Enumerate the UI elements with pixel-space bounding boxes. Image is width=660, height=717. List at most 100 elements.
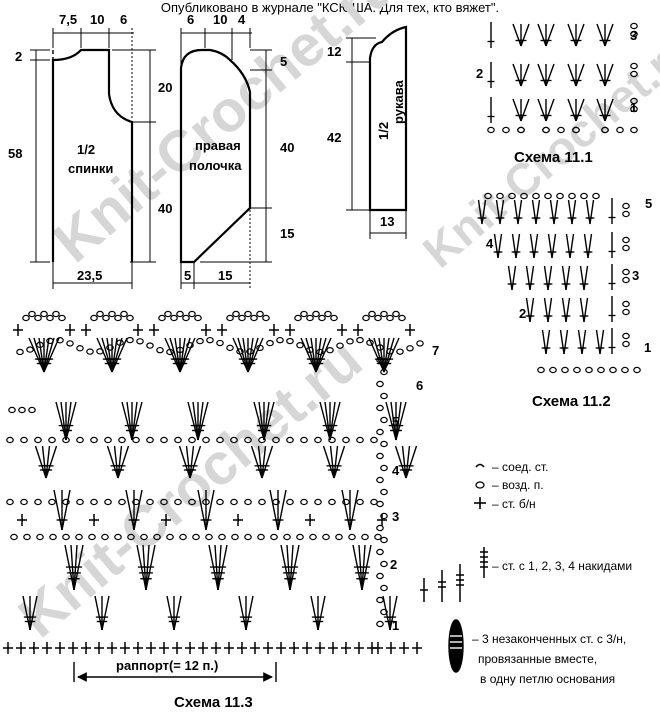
treble-stitch <box>174 337 181 373</box>
treble-stitch <box>545 23 555 47</box>
treble-stitch <box>507 265 513 291</box>
chain-stitch <box>324 310 332 318</box>
treble-stitch <box>565 233 571 259</box>
treble-stitch <box>111 337 128 373</box>
chain-stitch <box>164 310 172 318</box>
treble-stitch <box>45 445 58 479</box>
treble-stitch <box>583 233 589 259</box>
chain-stitch <box>336 342 344 349</box>
s112-row-4: 4 <box>486 236 494 251</box>
front-dim-shoulder: 10 <box>213 12 227 27</box>
treble-stitch <box>581 329 587 355</box>
treble-stitch <box>389 595 398 631</box>
chain-stitch <box>90 436 98 444</box>
chain-stitch <box>630 105 638 113</box>
treble-stitch <box>511 233 517 259</box>
chain-stitch <box>52 310 60 318</box>
treble-stitch <box>261 445 267 479</box>
treble-stitch <box>579 265 585 291</box>
chain-stitch <box>244 498 252 506</box>
chain-stitch <box>549 366 557 374</box>
chain-stitch <box>258 498 266 506</box>
chain-stitch <box>376 500 384 508</box>
treble-stitch <box>242 337 249 373</box>
chain-stitch <box>160 436 168 444</box>
treble-stitch <box>192 401 199 441</box>
treble-stitch <box>405 445 418 479</box>
treble-stitch <box>106 337 113 373</box>
treble-stitch <box>324 401 331 441</box>
chain-stitch <box>633 366 641 374</box>
treble-stitch <box>253 401 265 441</box>
treble-stitch <box>512 98 522 122</box>
publication-note: Опубликовано в журнале "КСЮША. Для тех, … <box>160 0 500 15</box>
legend-slip-stitch: – соед. ст. <box>492 460 548 474</box>
chain-stitch <box>312 310 320 318</box>
treble-stitch <box>269 489 279 531</box>
treble-stitch <box>247 337 254 373</box>
chain-stitch <box>630 62 638 70</box>
chain-stitch <box>630 70 638 78</box>
chain-stitch <box>202 436 210 444</box>
chain-stitch <box>156 346 164 354</box>
treble-stitch <box>173 595 182 631</box>
chain-stitch <box>10 533 18 541</box>
chain-stitch <box>622 202 630 210</box>
chain-stitch <box>376 380 384 388</box>
treble-stitch <box>512 23 522 47</box>
treble-stitch <box>589 199 595 225</box>
chain-stitch <box>58 314 66 322</box>
treble-stitch <box>553 199 559 225</box>
treble-stitch <box>599 329 605 355</box>
treble-stitch <box>164 337 181 373</box>
chain-stitch <box>597 366 605 374</box>
chain-stitch <box>146 342 154 349</box>
scheme-11-1-chart <box>487 22 638 134</box>
treble-stitch <box>559 329 565 355</box>
chain-stitch <box>380 560 388 568</box>
treble-stitch <box>187 401 199 441</box>
chain-stitch <box>226 344 234 352</box>
chain-stitch <box>146 436 154 444</box>
chain-stitch <box>216 498 224 506</box>
chain-stitch <box>106 344 114 351</box>
treble-stitch <box>117 445 130 479</box>
treble-stitch <box>575 63 585 87</box>
chain-stitch <box>622 308 630 316</box>
treble-stitch <box>394 445 407 479</box>
chain-stitch <box>244 310 252 318</box>
chain-stitch <box>174 436 182 444</box>
single-crochet-icon <box>474 497 486 509</box>
treble-stitch <box>604 98 614 122</box>
treble-stitch <box>55 401 67 441</box>
chain-stitch <box>232 310 240 318</box>
treble-stitch <box>121 401 133 441</box>
chain-stitch <box>286 498 294 506</box>
chain-stitch <box>244 533 252 541</box>
treble-stitch <box>126 401 133 441</box>
chain-stitch <box>306 314 314 322</box>
chain-stitch <box>205 533 213 541</box>
treble-stitch <box>111 337 118 373</box>
legend-single-crochet: – ст. б/н <box>492 497 536 511</box>
chain-stitch <box>374 533 382 541</box>
treble-stitch <box>329 445 335 479</box>
treble-stitch <box>117 445 123 479</box>
cluster-icon <box>448 619 464 673</box>
chain-stitch <box>537 366 545 374</box>
treble-stitch <box>178 445 191 479</box>
back-pattern <box>30 28 156 289</box>
treble-stitch <box>547 297 553 323</box>
treble-stitch <box>34 445 47 479</box>
chain-stitch <box>126 314 134 322</box>
chain-stitch <box>114 533 122 541</box>
treble-stitch <box>43 337 60 373</box>
chain-stitch <box>328 498 336 506</box>
chain-stitch <box>622 210 630 218</box>
chain-stitch <box>158 314 166 322</box>
sleeve-dim-length: 42 <box>327 130 341 145</box>
treble-stitch <box>551 233 557 259</box>
chain-stitch <box>23 533 31 541</box>
treble-stitches-icon <box>420 547 488 602</box>
treble-stitch <box>493 233 499 259</box>
